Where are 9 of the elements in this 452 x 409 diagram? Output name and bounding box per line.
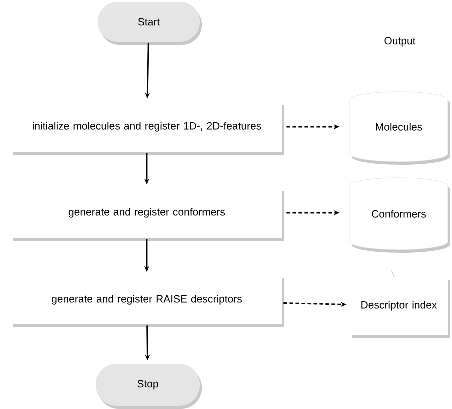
terminal-pill: Stop: [96, 364, 202, 409]
terminal-pill: Start: [98, 2, 202, 45]
process-box: initialize molecules and register 1D-, 2D-features: [12, 102, 284, 155]
process-box: generate and register conformers: [12, 188, 284, 241]
storage-cylinder: Conformers: [350, 178, 450, 253]
storage-cylinder: Molecules: [350, 92, 450, 165]
node-label: Conformers: [372, 210, 426, 218]
column-heading: Output: [384, 37, 416, 47]
process-box: generate and register RAISE descriptors: [12, 276, 284, 328]
